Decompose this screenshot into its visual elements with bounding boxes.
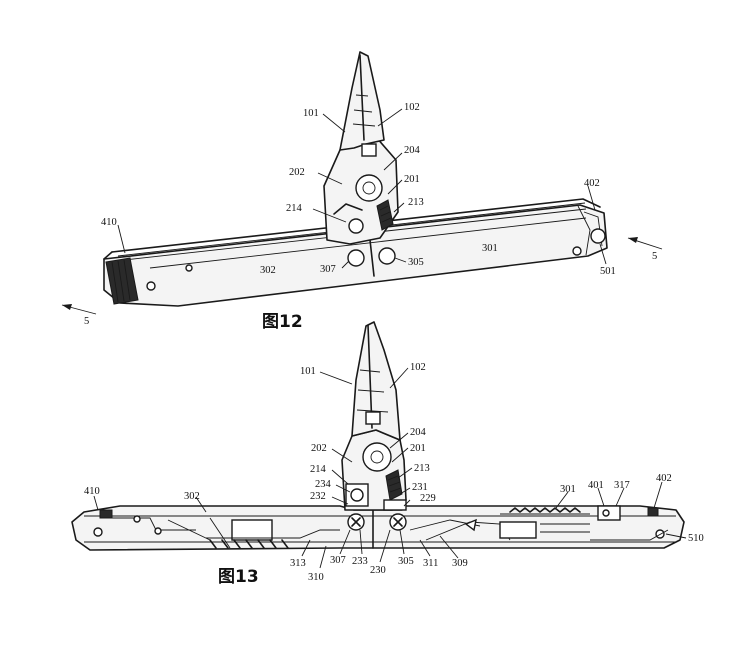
label-13-401: 401: [588, 480, 604, 491]
label-12-201: 201: [404, 174, 420, 185]
label-13-301: 301: [560, 484, 576, 495]
label-13-230: 230: [370, 565, 386, 576]
label-13-510: 510: [688, 533, 704, 544]
label-13-202: 202: [311, 443, 327, 454]
label-13-302: 302: [184, 491, 200, 502]
figure-12-caption: 图12: [262, 312, 303, 332]
label-13-101: 101: [300, 366, 316, 377]
figure-12-labels: 101 102 204 201 202 213 214 402 410 301 …: [84, 102, 657, 332]
label-13-231: 231: [412, 482, 428, 493]
label-13-313: 313: [290, 558, 306, 569]
label-13-305: 305: [398, 556, 414, 567]
label-12-402: 402: [584, 178, 600, 189]
label-12-305: 305: [408, 257, 424, 268]
label-13-317: 317: [614, 480, 630, 491]
label-13-234: 234: [315, 479, 332, 490]
label-13-214: 214: [310, 464, 327, 475]
label-13-204: 204: [410, 427, 427, 438]
label-12-202: 202: [289, 167, 305, 178]
label-13-307: 307: [330, 555, 346, 566]
label-12-102: 102: [404, 102, 420, 113]
label-13-229: 229: [420, 493, 436, 504]
label-13-402: 402: [656, 473, 672, 484]
label-13-213: 213: [414, 463, 430, 474]
label-12-410: 410: [101, 217, 117, 228]
figure-13-drawing: [71, 321, 687, 569]
label-12-214: 214: [286, 203, 303, 214]
label-12-307: 307: [320, 264, 336, 275]
label-13-233: 233: [352, 556, 368, 567]
label-13-309: 309: [452, 558, 468, 569]
label-12-5-right: 5: [652, 251, 657, 262]
label-12-501: 501: [600, 266, 616, 277]
label-12-302: 302: [260, 265, 276, 276]
figure-12-drawing: [61, 51, 663, 315]
label-12-213: 213: [408, 197, 424, 208]
label-12-5-left: 5: [84, 316, 89, 327]
label-13-201: 201: [410, 443, 426, 454]
label-13-311: 311: [423, 558, 438, 569]
label-13-410: 410: [84, 486, 100, 497]
label-13-102: 102: [410, 362, 426, 373]
figure-13-caption: 图13: [218, 567, 259, 587]
label-13-232: 232: [310, 491, 326, 502]
label-13-310: 310: [308, 572, 324, 583]
label-12-204: 204: [404, 145, 421, 156]
label-12-101: 101: [303, 108, 319, 119]
figure-13-labels: 101 102 204 201 202 213 214 234 231 232 …: [84, 362, 704, 587]
label-12-301: 301: [482, 243, 498, 254]
